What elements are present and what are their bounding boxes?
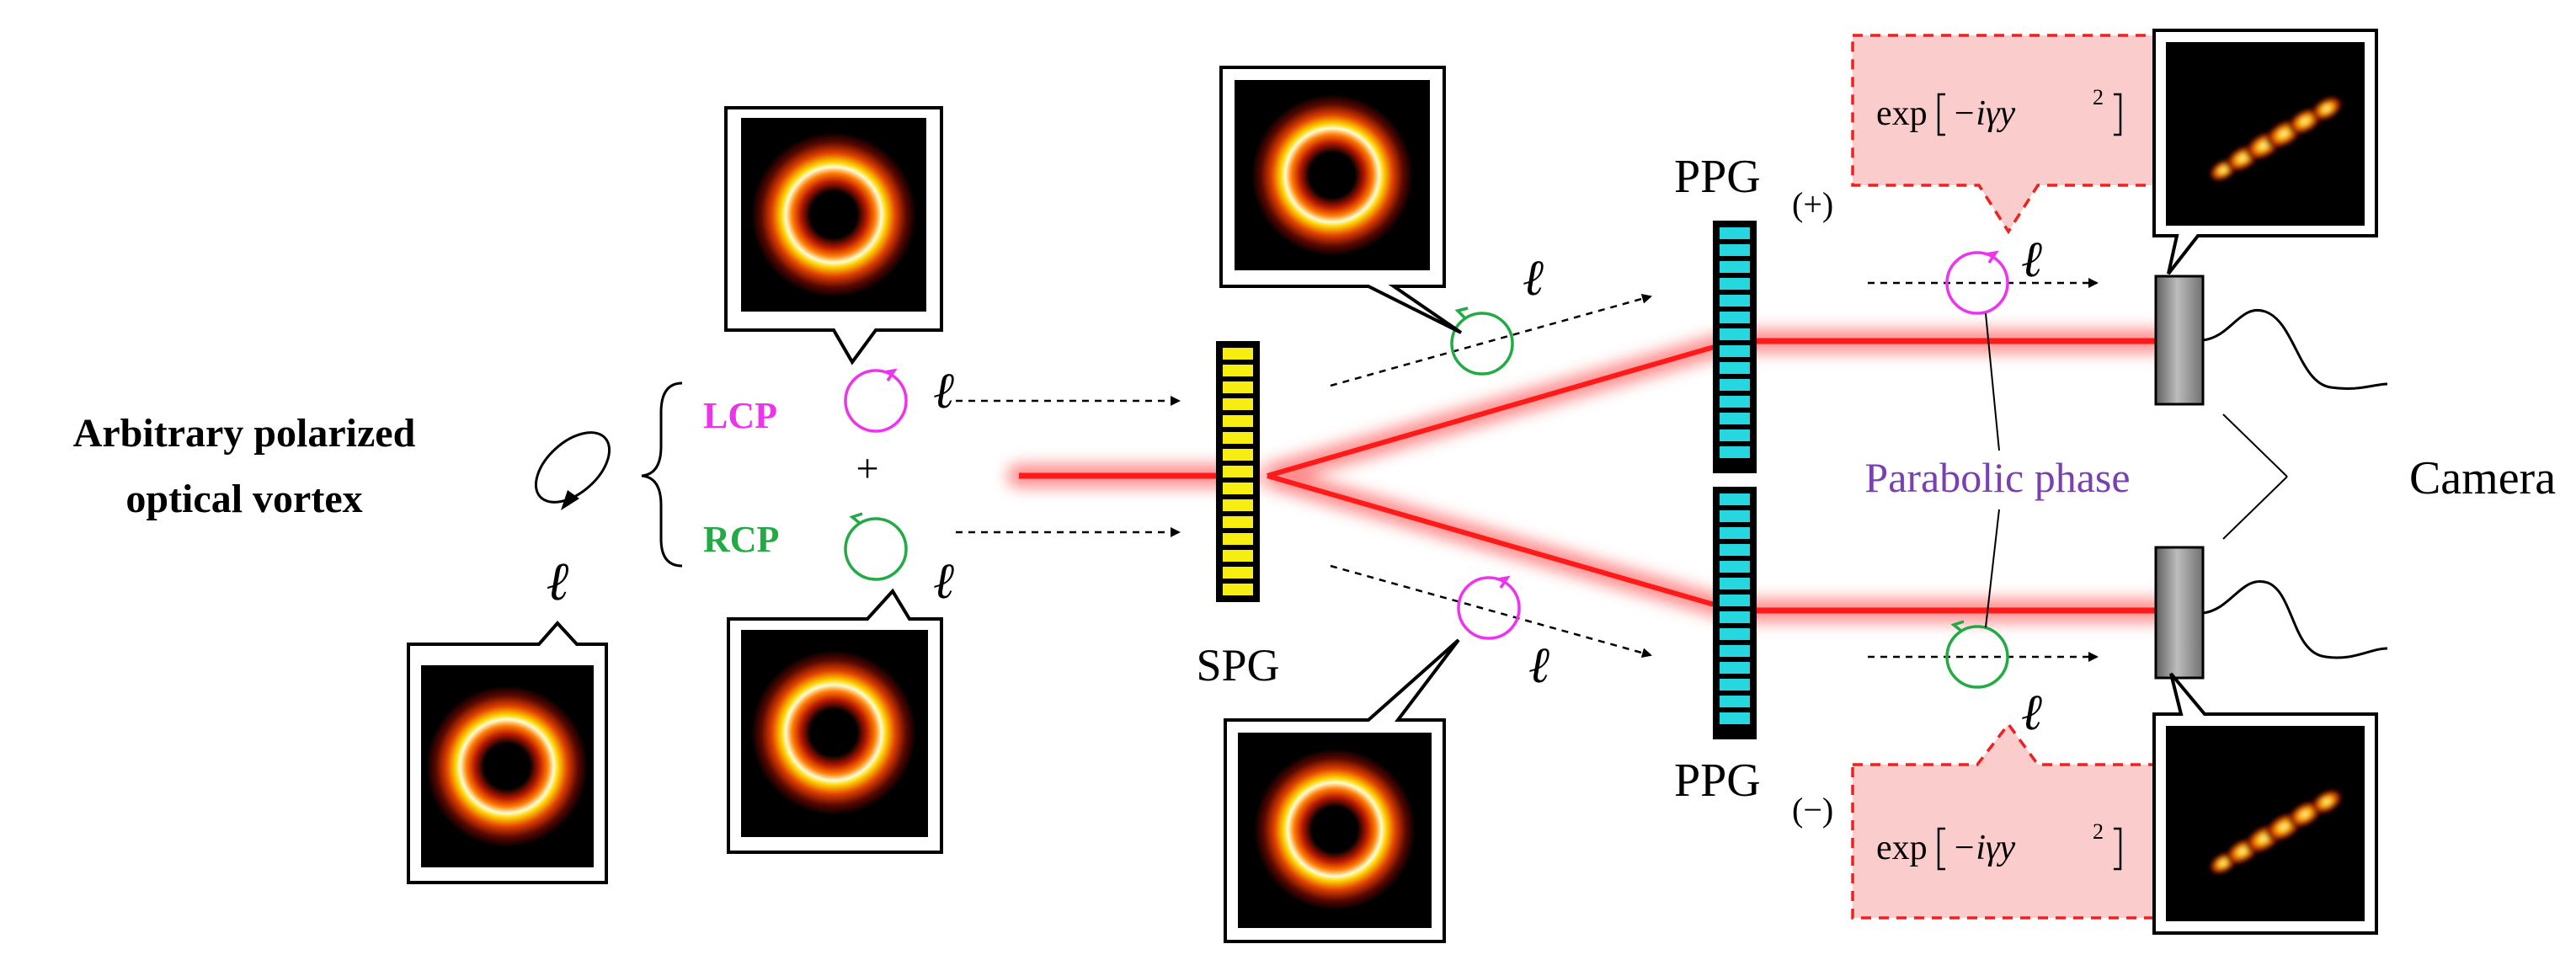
callout-source-intensity bbox=[407, 621, 608, 884]
upper-rcp-circle-icon bbox=[1450, 307, 1514, 376]
rcp-label: RCP bbox=[703, 519, 779, 560]
svg-text:(−): (−) bbox=[1792, 791, 1833, 829]
source-label-line2: optical vortex bbox=[125, 477, 362, 521]
svg-text:exp: exp bbox=[1876, 94, 1928, 133]
plus-sign: + bbox=[856, 446, 878, 491]
camera-label: Camera bbox=[2409, 452, 2556, 504]
upper-ell: ℓ bbox=[1523, 250, 1544, 306]
callout-upper-intensity bbox=[1219, 66, 1463, 334]
lower-output-ell: ℓ bbox=[2021, 685, 2042, 740]
svg-text:2: 2 bbox=[2093, 85, 2104, 109]
lower-lcp-circle-icon bbox=[1457, 575, 1521, 640]
brace bbox=[641, 381, 683, 568]
parabolic-phase-label: Parabolic phase bbox=[1864, 454, 2130, 501]
fringe-pattern-icon bbox=[2209, 96, 2343, 182]
lcp-circle-icon bbox=[844, 368, 908, 433]
source-label-line1: Arbitrary polarized bbox=[73, 411, 416, 456]
fringe-pattern-icon bbox=[2209, 789, 2343, 875]
donut-intensity-icon bbox=[1251, 94, 1413, 256]
rcp-ell: ℓ bbox=[933, 553, 954, 609]
callout-rcp-intensity bbox=[727, 588, 943, 854]
rcp-circle-icon bbox=[844, 512, 908, 581]
svg-text:(+): (+) bbox=[1792, 185, 1833, 223]
spg-grating bbox=[1216, 341, 1260, 602]
ppg-minus-label: PPG (−) bbox=[1674, 755, 1833, 829]
lcp-ell: ℓ bbox=[933, 363, 954, 419]
svg-text:PPG: PPG bbox=[1674, 755, 1761, 807]
lower-output-rcp-icon bbox=[1945, 620, 2009, 689]
phase-box-bottom: exp −iγy 2 bbox=[1851, 722, 2156, 920]
svg-text:−iγy: −iγy bbox=[1952, 829, 2016, 867]
callout-upper-fringes bbox=[2152, 29, 2378, 275]
lower-beam bbox=[1267, 473, 1736, 613]
camera-pointer bbox=[2222, 413, 2288, 540]
spg-label: SPG bbox=[1196, 640, 1279, 691]
donut-intensity-icon bbox=[426, 685, 588, 847]
laser-beams bbox=[1007, 329, 2164, 622]
source-ell: ℓ bbox=[547, 552, 569, 611]
arbitrary-polarization-icon bbox=[534, 431, 611, 510]
callout-lcp-intensity bbox=[724, 106, 943, 365]
upper-output-ell: ℓ bbox=[2021, 232, 2042, 287]
lower-ell: ℓ bbox=[1528, 637, 1549, 693]
donut-intensity-icon bbox=[751, 132, 916, 297]
callout-lower-fringes bbox=[2152, 672, 2378, 935]
upper-output-lcp-icon bbox=[1945, 250, 2009, 315]
lcp-label: LCP bbox=[703, 395, 777, 436]
ppg-plus-grating bbox=[1713, 221, 1757, 473]
phase-box-top: exp −iγy 2 bbox=[1851, 34, 2156, 235]
callout-lower-intensity bbox=[1224, 638, 1460, 943]
svg-text:exp: exp bbox=[1876, 829, 1928, 867]
svg-text:2: 2 bbox=[2093, 819, 2104, 844]
camera-icon-bottom bbox=[2154, 546, 2388, 680]
camera-icon-top bbox=[2154, 275, 2388, 406]
svg-text:−iγy: −iγy bbox=[1952, 94, 2016, 133]
donut-intensity-icon bbox=[1254, 749, 1416, 910]
parabolic-pointer-bottom bbox=[1985, 509, 2000, 628]
ppg-minus-grating bbox=[1713, 487, 1757, 739]
ppg-plus-label: PPG (+) bbox=[1674, 151, 1833, 223]
parabolic-pointer-top bbox=[1985, 312, 2000, 451]
upper-diffraction-arrow bbox=[1330, 293, 1652, 387]
donut-intensity-icon bbox=[751, 650, 916, 815]
svg-text:PPG: PPG bbox=[1674, 151, 1761, 203]
source-label: Arbitrary polarized optical vortex bbox=[73, 411, 416, 521]
upper-beam bbox=[1267, 339, 1736, 478]
lower-diffraction-arrow bbox=[1330, 564, 1652, 659]
